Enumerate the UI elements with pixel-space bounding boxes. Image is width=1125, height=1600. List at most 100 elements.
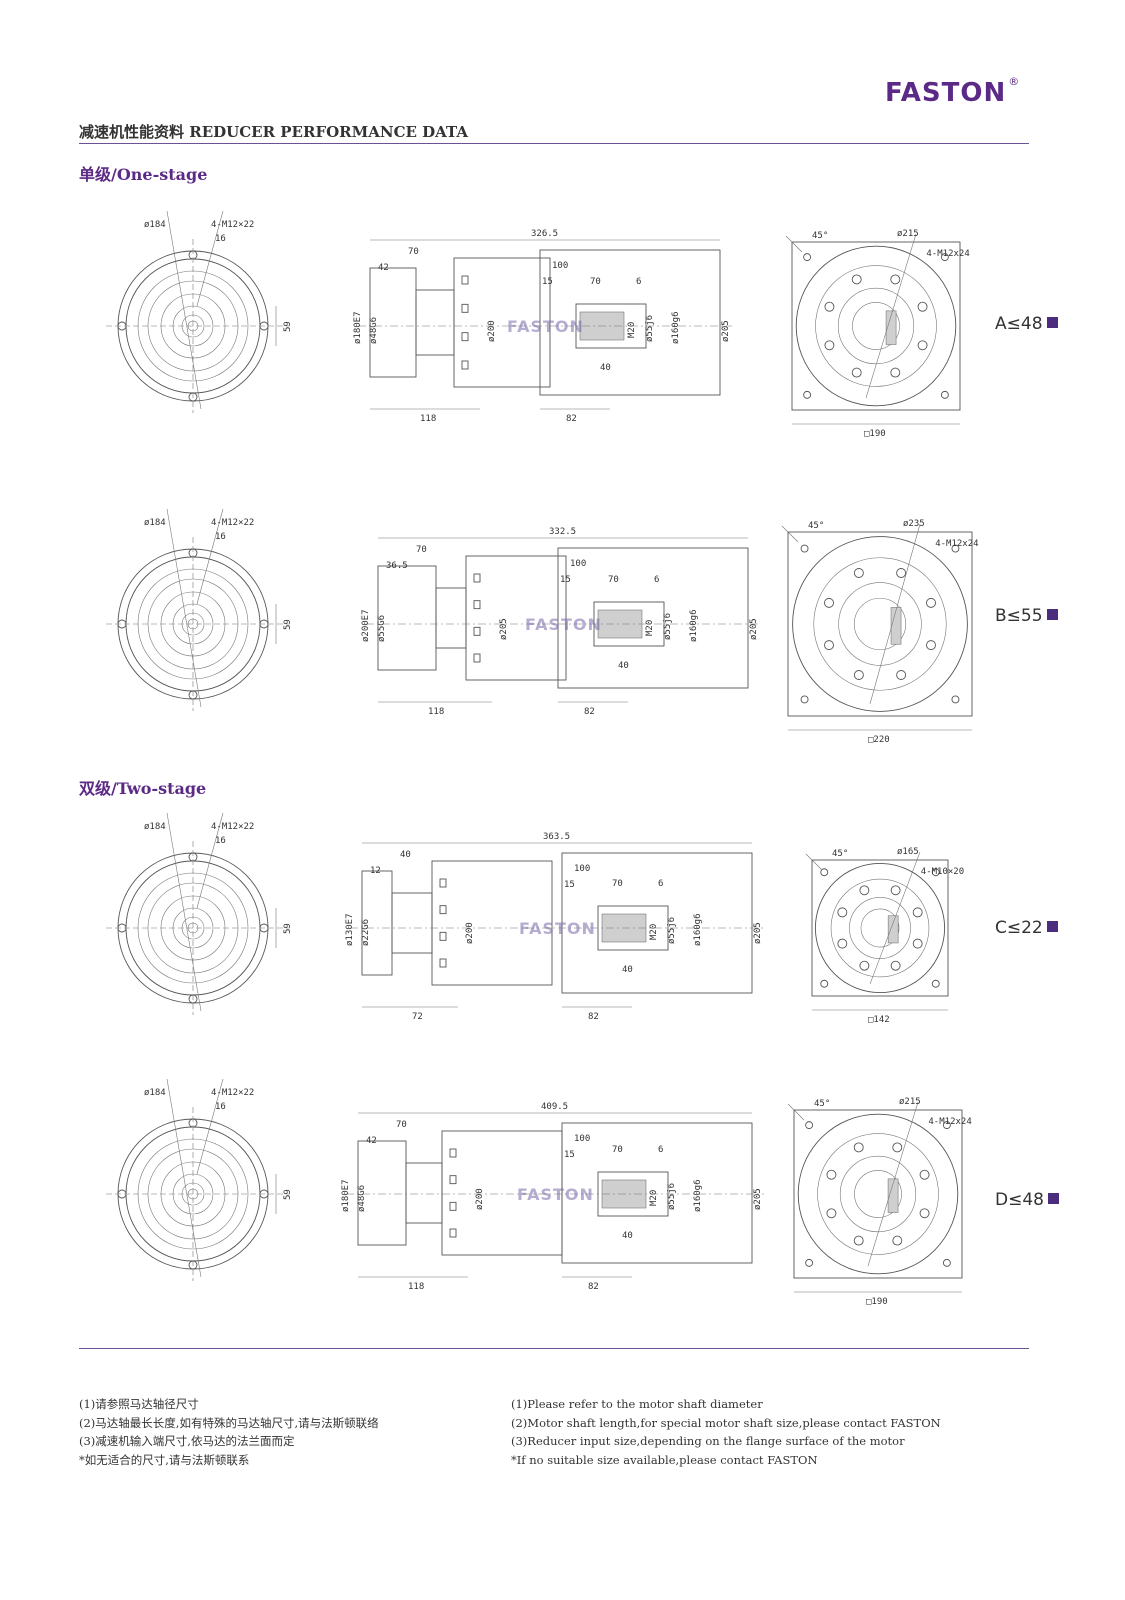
end-bolt-hole <box>851 274 862 285</box>
faston-watermark: FASTON <box>525 615 602 634</box>
gear-body <box>465 555 567 681</box>
front-bolt-label: 4-M12×22 <box>211 518 254 528</box>
end-bolt-hole <box>851 367 862 378</box>
side-dia2-label: ø22G6 <box>361 919 371 946</box>
side-d42-label: 36.5 <box>386 561 408 571</box>
end-bolt-label: 4-M12x24 <box>928 1117 971 1127</box>
corner-hole <box>803 390 812 399</box>
faston-logo: FASTON® <box>885 75 1021 108</box>
end-square-label: □142 <box>868 1015 890 1025</box>
corner-hole <box>805 1121 814 1130</box>
side-d70b-label: 70 <box>590 277 601 287</box>
variant-label-b: B≤55 <box>995 606 1058 626</box>
corner-hole <box>942 1121 951 1130</box>
screw-marker <box>461 275 469 285</box>
side-total-label: 332.5 <box>549 527 576 537</box>
input-adapter <box>435 587 467 649</box>
side-d70-label: 40 <box>400 850 411 860</box>
side-dia3-label: ø205 <box>499 618 509 640</box>
side-dia2-label: ø48G6 <box>357 1185 367 1212</box>
end-angle-label: 45° <box>808 521 824 531</box>
end-angle-label: 45° <box>832 849 848 859</box>
end-ring <box>839 1155 917 1233</box>
note-cn-1: (1)请参照马达轴径尺寸 <box>79 1397 199 1411</box>
front-dia-label: ø184 <box>144 518 166 528</box>
end-bolt-hole <box>896 568 907 578</box>
end-angle-label: 45° <box>814 1099 830 1109</box>
end-bolt-hole <box>912 907 923 918</box>
input-adapter <box>391 892 433 954</box>
registered-mark: ® <box>1008 75 1021 89</box>
input-adapter <box>405 1162 443 1224</box>
end-bolt-hole <box>826 1208 837 1219</box>
faston-watermark: FASTON <box>507 317 584 336</box>
side-dia3-label: ø200 <box>465 922 475 944</box>
input-adapter <box>415 289 455 356</box>
side-total-label: 363.5 <box>543 832 570 842</box>
variant-marker-icon <box>1046 921 1058 932</box>
end-ring <box>797 1113 959 1275</box>
side-dia6-label: ø205 <box>753 1188 763 1210</box>
side-dia3-label: ø200 <box>487 320 497 342</box>
end-bolt-hole <box>926 640 936 651</box>
output-flange <box>561 852 753 994</box>
side-d15-label: 15 <box>564 1150 575 1160</box>
variant-label-c: C≤22 <box>995 918 1058 938</box>
front-d59-label: 59 <box>283 619 293 630</box>
variant-marker-icon <box>1046 317 1058 328</box>
faston-watermark: FASTON <box>517 1185 594 1204</box>
end-square-flange <box>791 241 961 411</box>
side-dia6-label: ø205 <box>721 320 731 342</box>
end-dia-label: ø215 <box>897 229 919 239</box>
side-dia4-label: ø55j6 <box>667 917 677 944</box>
front-d16-label: 16 <box>215 532 226 542</box>
corner-hole <box>805 1258 814 1267</box>
side-dia2-label: ø55G6 <box>377 615 387 642</box>
end-bolt-hole <box>890 367 901 378</box>
end-bolt-hole <box>890 885 901 896</box>
end-bolt-hole <box>896 670 907 680</box>
side-d118-label: 118 <box>428 707 444 717</box>
front-bolt-label: 4-M12×22 <box>211 1088 254 1098</box>
note-en-2: (2)Motor shaft length,for special motor … <box>511 1415 941 1430</box>
end-dia-label: ø215 <box>899 1097 921 1107</box>
note-en-3: (3)Reducer input size,depending on the f… <box>511 1434 905 1448</box>
front-d59-label: 59 <box>283 321 293 332</box>
output-flange <box>539 249 721 396</box>
side-d70b-label: 70 <box>608 575 619 585</box>
side-m20-label: M20 <box>645 620 655 636</box>
side-d6-label: 6 <box>654 575 659 585</box>
gear-body <box>431 860 553 986</box>
end-bolt-label: 4-M12x24 <box>926 249 969 259</box>
gear-body <box>453 257 551 388</box>
corner-hole <box>940 253 949 262</box>
side-dia6-label: ø205 <box>753 922 763 944</box>
note-cn-3: (3)减速机输入端尺寸,依马达的法兰面而定 <box>79 1434 295 1448</box>
end-ring <box>817 1133 939 1255</box>
side-m20-label: M20 <box>627 322 637 338</box>
end-bolt-hole <box>890 960 901 971</box>
one-stage-heading: 单级/One-stage <box>79 165 208 184</box>
screw-marker <box>461 360 469 370</box>
end-ring <box>853 597 907 651</box>
end-square-label: □190 <box>864 429 886 439</box>
screw-marker <box>473 626 481 636</box>
side-dia4-label: ø55j6 <box>663 613 673 640</box>
front-dia-label: ø184 <box>144 1088 166 1098</box>
end-bolt-hole <box>917 340 928 351</box>
key-section <box>885 310 897 345</box>
note-cn-2: (2)马达轴最长长度,如有特殊的马达轴尺寸,请与法斯顿联络 <box>79 1415 379 1430</box>
front-dia-label: ø184 <box>144 220 166 230</box>
side-d70-label: 70 <box>396 1120 407 1130</box>
front-bolt-label: 4-M12×22 <box>211 822 254 832</box>
variant-marker-icon <box>1046 609 1058 620</box>
end-ring <box>852 302 900 350</box>
